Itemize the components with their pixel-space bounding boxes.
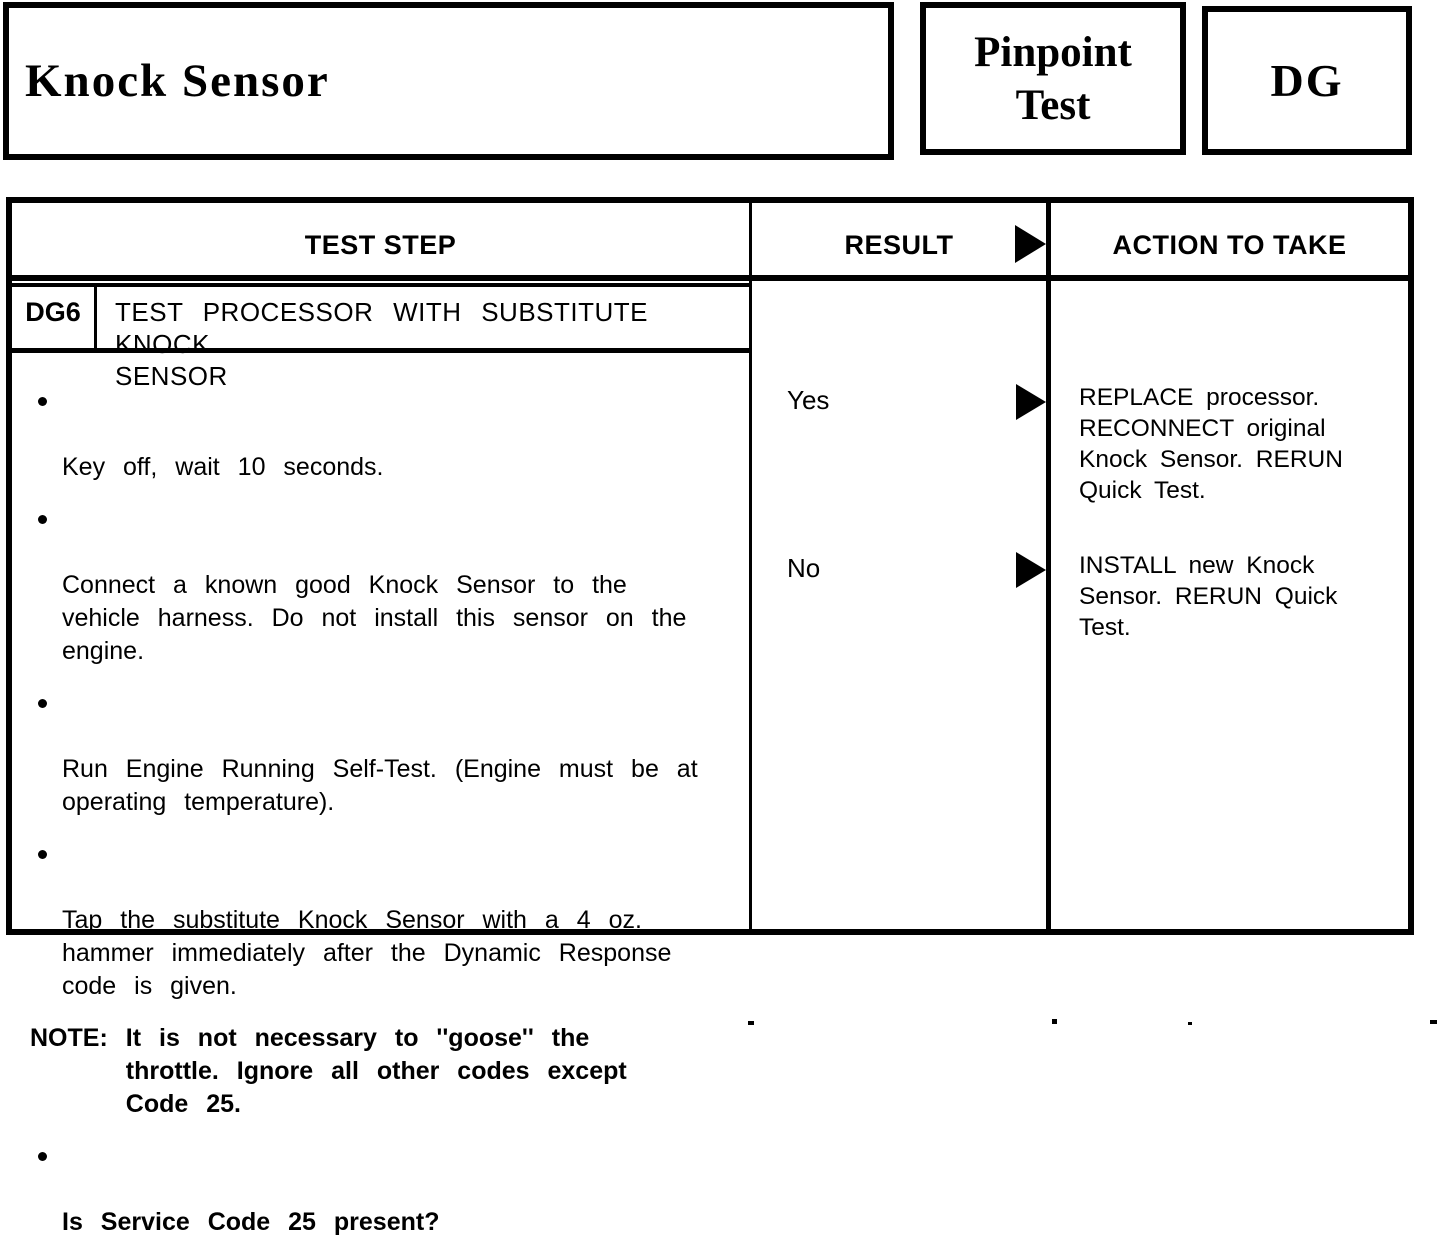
test-step-item: Connect a known good Knock Sensor to the…: [30, 503, 736, 668]
note-row: NOTE: It is not necessary to ''goose'' t…: [30, 1022, 736, 1121]
result-arrow-icon: [1016, 384, 1046, 420]
note-label: NOTE:: [30, 1024, 108, 1052]
result-header-arrow-icon: [1015, 225, 1046, 263]
header-test-step: TEST STEP: [304, 229, 457, 260]
page-title: Knock Sensor: [25, 55, 330, 107]
column-divider-action: [1046, 203, 1051, 929]
bullet-dot-icon: [38, 397, 47, 406]
test-step-text: Run Engine Running Self-Test. (Engine mu…: [62, 755, 698, 816]
scan-artifact-dot: [748, 1021, 754, 1025]
stamp-line-1: Pinpoint: [974, 28, 1132, 76]
test-step-item: Tap the substitute Knock Sensor with a 4…: [30, 838, 736, 1003]
test-step-text: Connect a known good Knock Sensor to the…: [62, 571, 687, 665]
header-action-to-take: ACTION TO TAKE: [1112, 229, 1347, 260]
question-item: Is Service Code 25 present?: [30, 1140, 736, 1239]
bullet-dot-icon: [38, 699, 47, 708]
pinpoint-test-table: TEST STEP RESULT ACTION TO TAKE DG6 TEST…: [6, 197, 1414, 1236]
header-divider: [12, 275, 1408, 281]
test-step-text: Tap the substitute Knock Sensor with a 4…: [62, 906, 672, 1000]
column-divider-result: [749, 203, 752, 929]
result-label: No: [787, 553, 821, 583]
test-steps-list: Key off, wait 10 seconds. Connect a know…: [30, 385, 736, 1258]
scan-artifact-dot: [1188, 1022, 1192, 1025]
step-header-box: DG6 TEST PROCESSOR WITH SUBSTITUTE KNOCK…: [12, 283, 752, 391]
step-title: TEST PROCESSOR WITH SUBSTITUTE KNOCK SEN…: [115, 297, 649, 391]
test-step-text: Key off, wait 10 seconds.: [62, 453, 384, 481]
step-id: DG6: [12, 287, 97, 348]
outcome-row-yes: Yes REPLACE processor. RECONNECT origina…: [752, 384, 1408, 555]
test-step-item: Key off, wait 10 seconds.: [30, 385, 736, 484]
result-label: Yes: [787, 385, 830, 415]
stamp-line-2: Test: [1015, 81, 1091, 129]
pinpoint-stamp-box: Pinpoint Test: [920, 2, 1186, 155]
scan-artifact-dot: [1052, 1019, 1057, 1024]
scan-artifact-dot: [1430, 1020, 1437, 1024]
action-text: REPLACE processor. RECONNECT original Kn…: [1079, 384, 1343, 504]
test-code-box: DG: [1202, 6, 1412, 155]
test-step-item: Run Engine Running Self-Test. (Engine mu…: [30, 687, 736, 819]
result-arrow-icon: [1016, 552, 1046, 588]
bullet-dot-icon: [38, 515, 47, 524]
question-text: Is Service Code 25 present?: [62, 1208, 440, 1236]
header-result: RESULT: [844, 229, 954, 260]
note-text: It is not necessary to ''goose'' the thr…: [125, 1024, 627, 1118]
bullet-dot-icon: [38, 850, 47, 859]
action-text: INSTALL new Knock Sensor. RERUN Quick Te…: [1079, 552, 1338, 641]
bullet-dot-icon: [38, 1152, 47, 1161]
outcome-row-no: No INSTALL new Knock Sensor. RERUN Quick…: [752, 552, 1408, 723]
title-box: Knock Sensor: [3, 2, 894, 160]
test-code: DG: [1270, 55, 1344, 106]
